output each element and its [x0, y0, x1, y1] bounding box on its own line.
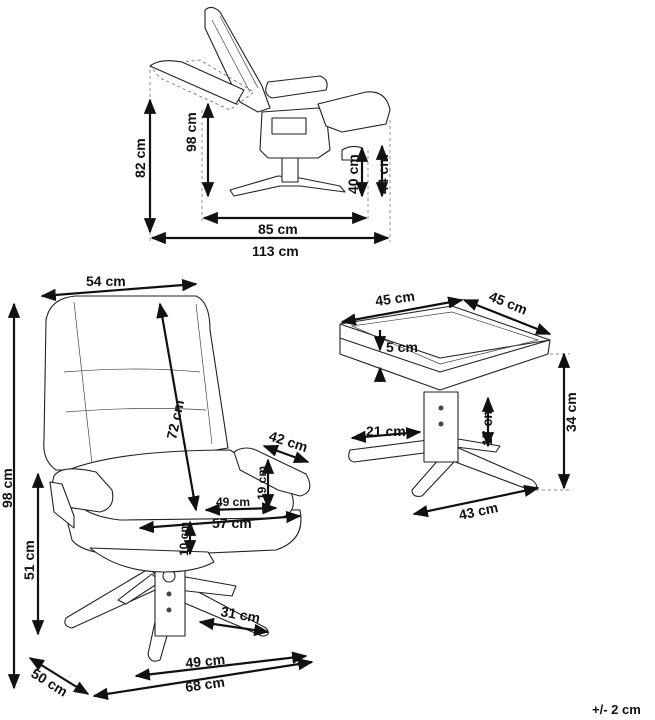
- seat-width-label: 57 cm: [212, 515, 252, 531]
- side-ottoman-full-height-label: 44 cm: [375, 154, 391, 194]
- side-total-height-label: 98 cm: [183, 112, 199, 152]
- seat-height-label: 51 cm: [21, 540, 37, 580]
- tolerance-note: +/- 2 cm: [592, 702, 641, 717]
- side-depth-label: 85 cm: [258, 221, 298, 237]
- ottoman-cushion-label: 5 cm: [386, 339, 418, 355]
- base-radius-label: 31 cm: [219, 603, 261, 626]
- ottoman-width-label: 45 cm: [374, 288, 416, 309]
- front-view-dimension-lines: [7, 278, 314, 700]
- side-view-dimension-lines: [143, 98, 390, 245]
- ottoman-height-label: 34 cm: [563, 392, 579, 432]
- ottoman-base-radius-label: 21 cm: [366, 423, 406, 439]
- base-width-label: 49 cm: [185, 651, 226, 671]
- side-view-drawing: [149, 6, 391, 197]
- side-ottoman-height-label: 40 cm: [345, 154, 361, 194]
- side-seat-height-label: 82 cm: [132, 138, 148, 178]
- overall-width-label: 68 cm: [184, 674, 226, 695]
- armrest-height-label: 19 cm: [255, 466, 269, 500]
- ottoman-column-label: 17 cm: [479, 406, 495, 446]
- front-height-label: 98 cm: [0, 468, 15, 508]
- side-reclined-depth-label: 113 cm: [252, 243, 299, 259]
- seat-depth-label: 49 cm: [216, 495, 250, 509]
- ottoman-dimension-lines: [340, 296, 571, 518]
- cushion-thickness-label: 10 cm: [177, 522, 191, 556]
- front-width-label: 54 cm: [86, 273, 126, 289]
- front-view-drawing: [43, 295, 311, 662]
- armrest-length-label: 42 cm: [267, 428, 310, 455]
- ottoman-drawing: [339, 305, 551, 497]
- ottoman-depth-label: 45 cm: [487, 288, 530, 318]
